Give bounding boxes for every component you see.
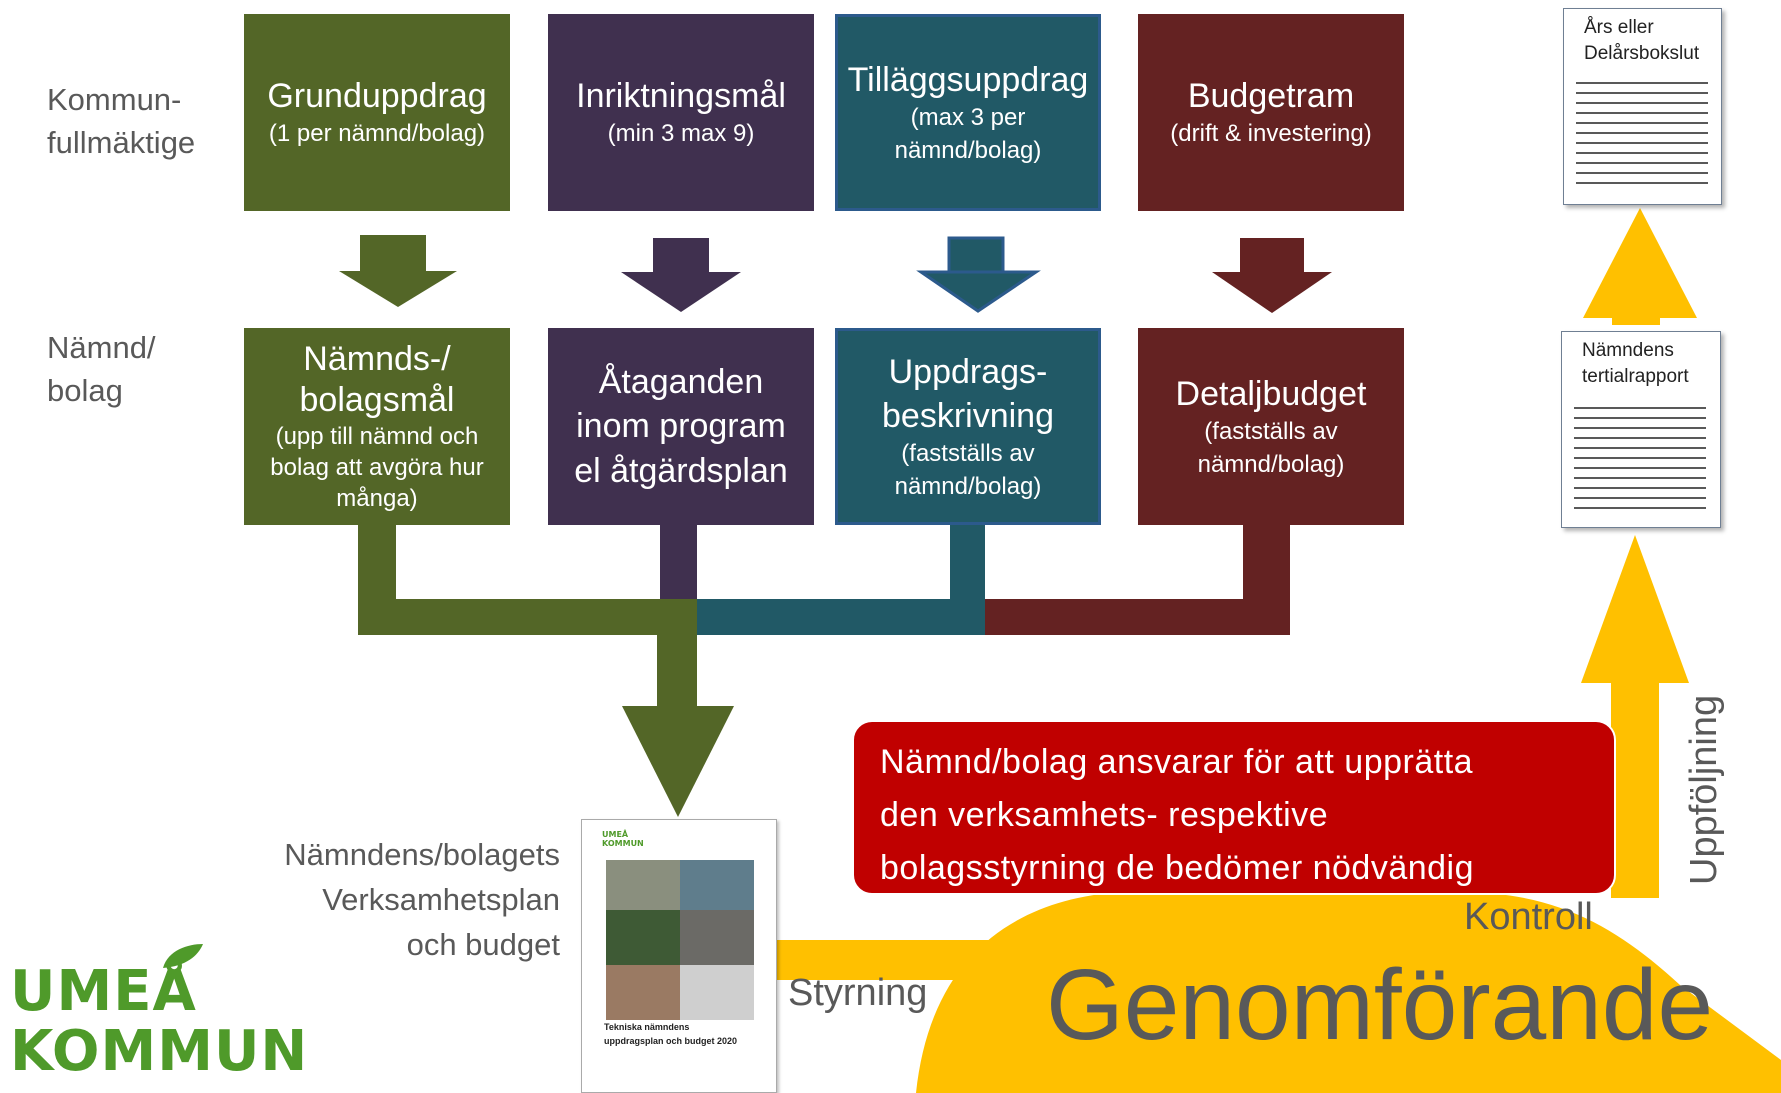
connector-green-arrowhead [622,706,734,817]
box-subtitle: (drift & investering) [1170,120,1372,148]
box-tillaggsuppdrag: Tilläggsuppdrag (max 3 per nämnd/bolag) [835,14,1101,211]
box-title: Uppdrags- beskrivning [882,352,1054,436]
box-uppdragsbeskrivning: Uppdrags- beskrivning (fastställs av näm… [835,328,1101,525]
doc-logo-line1: UMEÅ [602,830,629,839]
down-arrow-teal [916,236,1041,313]
connector-teal-gap [697,525,950,599]
down-arrow-purple [621,238,741,312]
logo-line1: UMEÅ [10,959,197,1024]
uppfoljning-shaft [1611,683,1659,898]
box-subtitle: (min 3 max 9) [607,120,755,148]
box-title: Budgetram [1187,77,1355,116]
uppfoljning-arrow-upper [1583,208,1697,318]
box-grunduppdrag: Grunduppdrag (1 per nämnd/bolag) [244,14,510,211]
report-tertial-title: Nämndens tertialrapport [1582,340,1689,387]
report-tertialrapport[interactable]: Nämndens tertialrapport [1561,331,1721,528]
box-title: Tilläggsuppdrag [847,61,1089,100]
box-title: Grunduppdrag [267,77,487,116]
report-bokslut-title: Års eller Delårsbokslut [1584,17,1700,64]
row-label-council: Kommun- fullmäktige [47,82,196,161]
responsibility-statement: Nämnd/bolag ansvarar för att upprätta de… [852,720,1616,895]
box-title: Inriktningsmål [576,77,786,116]
doc-logo-line2: KOMMUN [602,839,644,848]
label-genomforande: Genomförande [1046,949,1714,1061]
box-namndsmal: Nämnds-/ bolagsmål (upp till nämnd och b… [244,328,510,525]
report-bokslut[interactable]: Års eller Delårsbokslut [1563,8,1722,205]
doc-photo-collage [606,860,754,1020]
label-styrning: Styrning [788,972,928,1014]
box-ataganden: Åtaganden inom program el åtgärdsplan [548,328,814,525]
styrning-bar [776,940,1076,980]
box-subtitle: (fastställs av nämnd/bolag) [1197,418,1345,478]
doc-title-line2: uppdragsplan och budget 2020 [604,1036,738,1046]
genomforande-hill [916,892,1781,1093]
box-title: Detaljbudget [1175,375,1367,414]
box-subtitle: (1 per nämnd/bolag) [268,120,486,148]
connector-green-stem [657,599,697,709]
uppfoljning-arrow-lower [1581,535,1689,683]
label-uppfoljning: Uppföljning [1683,694,1725,885]
down-arrow-green [339,235,457,307]
connector-purple [660,525,697,609]
box-budgetram: Budgetram (drift & investering) [1138,14,1404,211]
box-inriktningsmal: Inriktningsmål (min 3 max 9) [548,14,814,211]
report-lines [1576,82,1708,184]
plan-document[interactable]: UMEÅ KOMMUN Tekniska nämndens uppdragspl… [581,819,777,1093]
label-kontroll: Kontroll [1464,896,1593,938]
box-title: Nämnds-/ bolagsmål [299,339,455,419]
box-subtitle: (max 3 per nämnd/bolag) [894,104,1042,164]
down-arrow-maroon [1212,238,1332,313]
box-title: Åtaganden inom program el åtgärdsplan [574,363,788,490]
connector-green-left [358,525,396,635]
box-detaljbudget: Detaljbudget (fastställs av nämnd/bolag) [1138,328,1404,525]
box-subtitle: (fastställs av nämnd/bolag) [894,440,1042,500]
logo-line2: KOMMUN [10,1019,309,1084]
leaf-icon [163,944,203,968]
row-label-board: Nämnd/ bolag [47,330,156,409]
doc-title-line1: Tekniska nämndens [604,1022,690,1032]
plan-label: Nämndens/bolagets Verksamhetsplan och bu… [284,837,560,962]
connector-maroon-gap [985,525,1243,599]
connector-green-right [358,599,697,635]
box-subtitle: (upp till nämnd och bolag att avgöra hur… [270,422,484,512]
umea-kommun-logo[interactable]: UMEÅ KOMMUN [10,944,309,1084]
report-lines [1574,407,1706,509]
